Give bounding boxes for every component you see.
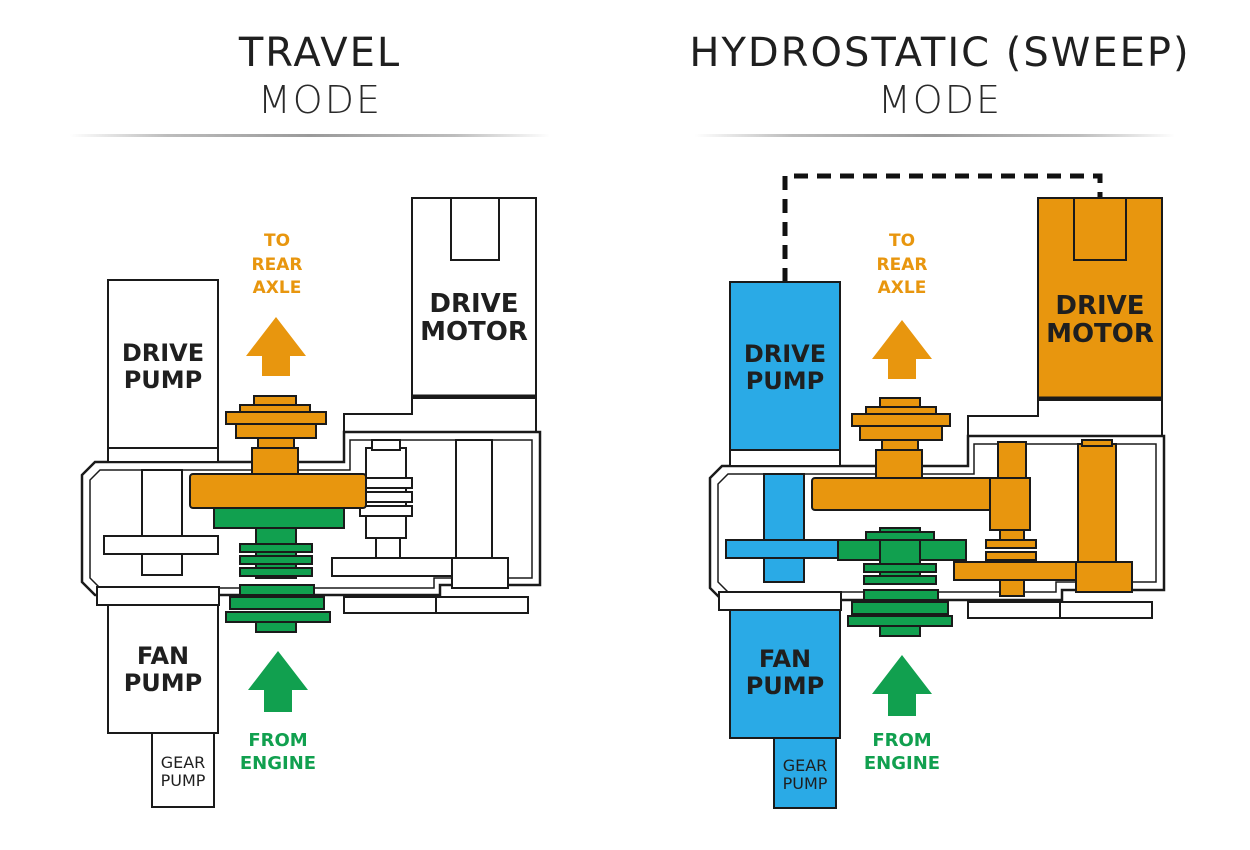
right-to-label: TO [889,231,915,251]
left-gear-pump-label-1: GEAR [161,753,206,772]
right-drive-motor-label-2: MOTOR [1046,319,1154,349]
left-output-gears [189,395,367,509]
left-to-rear-axle: TO REAR AXLE [246,231,306,376]
right-divider [695,134,1175,137]
right-to-rear-axle: TO REAR AXLE [872,231,932,379]
left-rear-label: REAR [252,255,303,275]
right-fan-pump-label-2: PUMP [746,672,825,700]
left-input-gears [213,507,345,633]
left-engine-label: ENGINE [240,753,316,774]
right-title: HYDROSTATIC (SWEEP) [689,30,1191,76]
right-gear-pump: GEAR PUMP [773,737,837,809]
left-fan-pump-label-2: PUMP [124,669,203,697]
left-fan-pump-label-1: FAN [137,642,189,670]
left-axle-label: AXLE [253,278,302,298]
left-title: TRAVEL [238,30,402,76]
right-gear-pump-label-2: PUMP [783,774,828,793]
right-rear-label: REAR [877,255,928,275]
hydrostatic-mode-diagram: DRIVE MOTOR DRIVE PUMP [708,173,1166,809]
right-drive-motor-label-1: DRIVE [1055,291,1144,321]
right-drive-pump-label-2: PUMP [746,367,825,395]
left-subtitle: MODE [258,78,382,122]
left-from-label: FROM [248,730,307,751]
right-output-gears [811,397,1133,597]
right-fan-pump: FAN PUMP [718,591,842,739]
left-up-arrow-orange [246,317,306,376]
right-drive-pump-label-1: DRIVE [744,340,826,368]
left-drive-pump-label-1: DRIVE [122,339,204,367]
right-gear-pump-label-1: GEAR [783,756,828,775]
right-input-gears [837,527,967,637]
right-up-arrow-green [872,655,932,716]
left-drive-pump: DRIVE PUMP [107,279,219,463]
right-engine-label: ENGINE [864,753,940,774]
left-gear-pump: GEAR PUMP [151,732,215,808]
left-from-engine: FROM ENGINE [240,651,316,774]
left-drive-motor-label-2: MOTOR [420,317,528,347]
left-up-arrow-green [248,651,308,712]
left-drive-pump-label-2: PUMP [124,366,203,394]
travel-mode-diagram: DRIVE MOTOR DRIVE PUMP [80,197,542,808]
hydraulic-line-dashed [782,173,1103,282]
left-divider [70,134,550,137]
right-from-engine: FROM ENGINE [864,655,940,774]
left-drive-motor: DRIVE MOTOR [411,197,537,398]
left-gear-pump-label-2: PUMP [161,771,206,790]
left-to-label: TO [264,231,290,251]
right-subtitle: MODE [878,78,1002,122]
right-drive-motor: DRIVE MOTOR [1037,197,1163,400]
right-fan-pump-label-1: FAN [759,645,811,673]
right-axle-label: AXLE [878,278,927,298]
right-from-label: FROM [872,730,931,751]
right-drive-pump: DRIVE PUMP [729,281,841,467]
left-drive-motor-label-1: DRIVE [429,289,518,319]
left-fan-pump: FAN PUMP [96,586,220,734]
right-up-arrow-orange [872,320,932,379]
